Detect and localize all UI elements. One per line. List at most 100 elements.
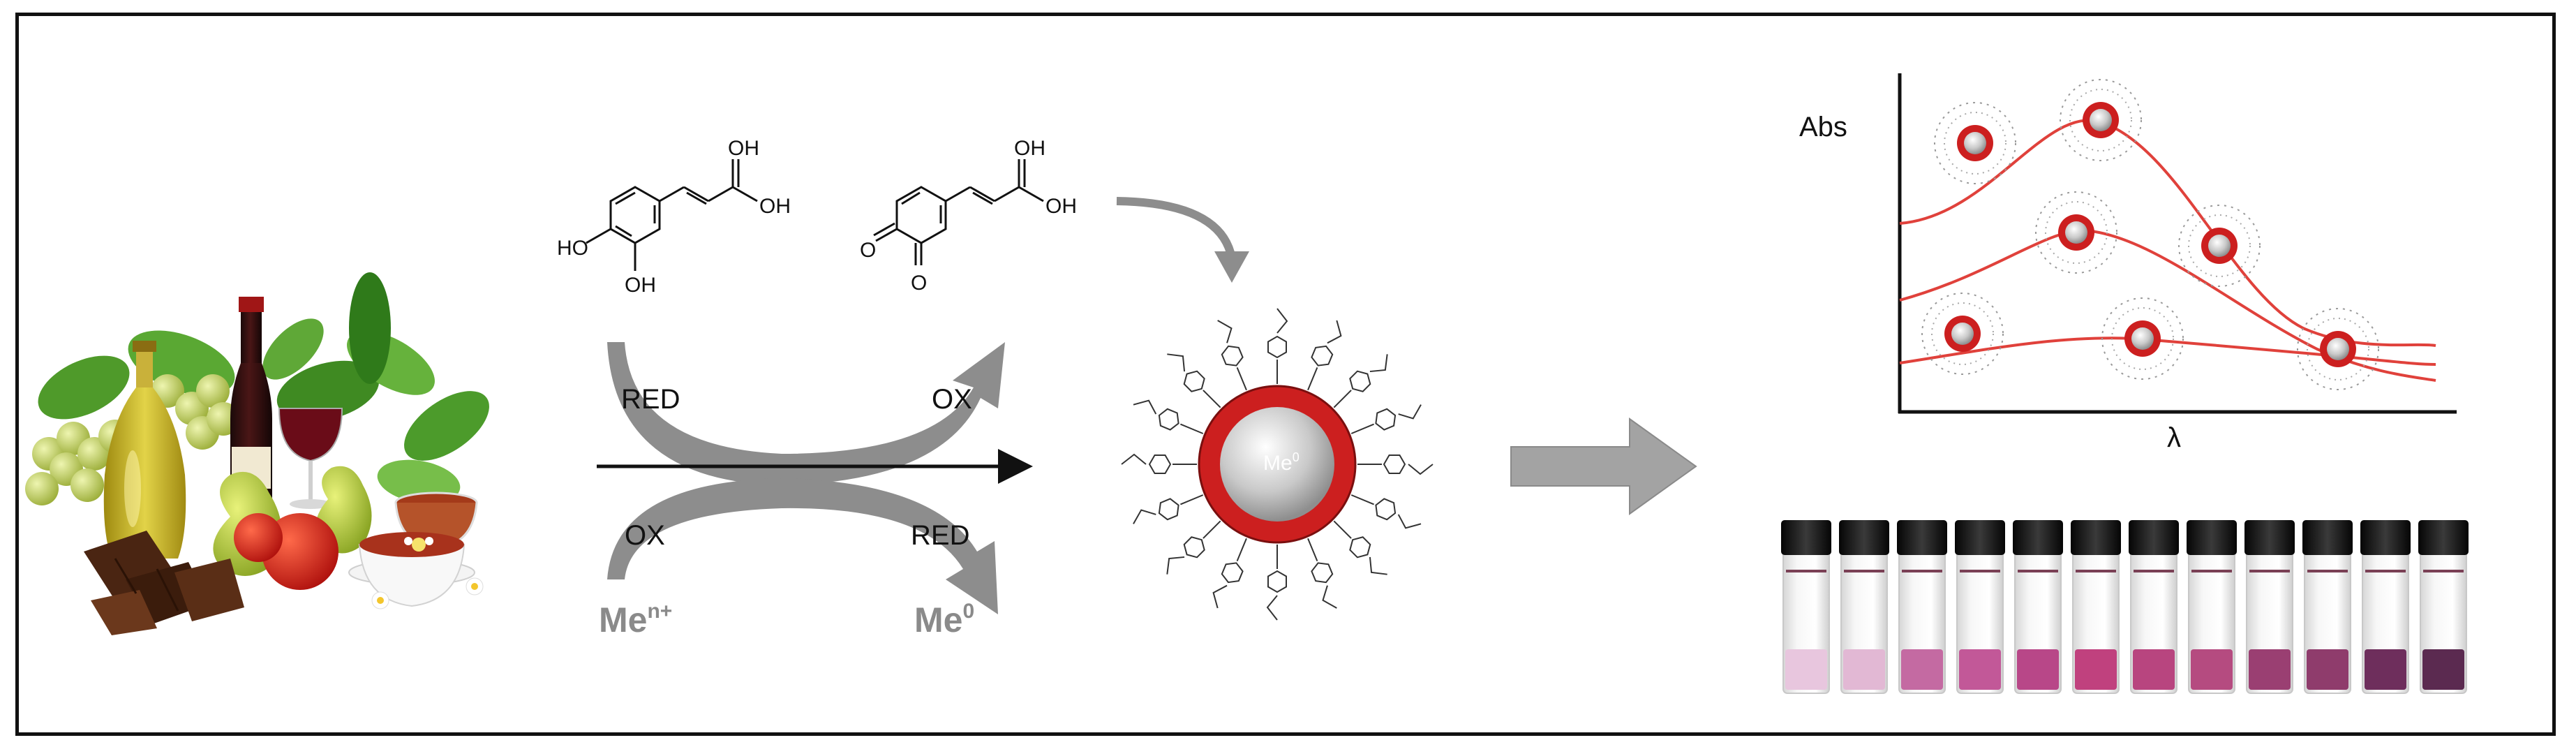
label-red-bottom: RED [911,520,969,551]
ligand-chain [1276,308,1288,334]
ligand-bond [1350,423,1374,434]
caffeic-oh-carboxyl-top: OH [728,137,759,160]
ox-to-red-arrow [607,478,998,614]
ligand-bond [1203,520,1221,539]
spectrum-np-7 [2297,308,2379,390]
grapes [25,374,240,505]
ligand-chain [1167,353,1186,372]
quinone-o-left: O [860,239,876,262]
ligand-ring [1311,345,1334,367]
caffeic-ho-label: HO [557,237,588,260]
vial-liquid [2249,649,2291,690]
ligand-chain [1266,595,1278,621]
label-metal-zero: Me0 [914,600,974,640]
vial-cap [2360,520,2411,555]
vial-liquid [1785,649,1827,690]
vial-cap [2244,520,2295,555]
ligand-ring [1183,536,1205,559]
ligand-ring [1183,370,1205,392]
ligand-bond [1236,367,1247,391]
quinone-to-nanoparticle-arrow [1116,197,1236,260]
ligand-ring [1375,408,1397,431]
ligand-ring [1349,370,1371,392]
ligand-bond [1236,538,1247,561]
vial-cap [1781,520,1831,555]
vial-cap [2418,520,2469,555]
ligand-ring [1267,570,1287,593]
caffeic-oh-carboxyl: OH [759,195,791,218]
ligand-ring [1383,454,1406,474]
vial-cap [2187,520,2237,555]
vial-liquid [2017,649,2059,690]
vial-cap [2302,520,2353,555]
vial-liquid [2133,649,2175,690]
ligand-ring [1311,562,1334,584]
ligand-chain [1369,556,1387,575]
vial-liquid [2075,649,2117,690]
spectrum-np-2 [2060,79,2142,161]
ligand-chain [1217,320,1233,343]
apples [234,513,338,590]
spectrum-curve-low [1899,337,2436,366]
ligand-chain [1133,399,1157,415]
chocolate-pieces [84,531,244,635]
ligand-bond [1350,494,1374,505]
vial-cap [1897,520,1947,555]
ligand-bond [1180,423,1204,434]
label-red-top: RED [621,384,680,415]
vial-cap [1839,520,1889,555]
vial-cap [2129,520,2179,555]
redox-crossing-arrows [597,342,1033,614]
process-arrow [1510,417,1697,515]
vial-liquid [2422,649,2464,690]
tea-cups [348,491,484,609]
ligand-chain [1369,354,1388,373]
vial-cap [2071,520,2121,555]
ligand-bond [1333,390,1352,408]
ligand-bond [1333,520,1352,539]
ligand-ring [1158,498,1179,521]
vial-liquid [1959,649,2001,690]
ligand-chain [1397,514,1422,529]
ligand-chain [1322,585,1337,609]
ligand-shell [1121,308,1434,621]
ligand-bond [1203,390,1221,408]
label-metal-ion: Men+ [599,600,672,640]
spectrum-curve-high [1899,119,2436,347]
ligand-chain [1121,453,1147,465]
quinone-o-bottom: O [911,272,927,295]
red-to-ox-arrow [607,342,1005,485]
quinone-oh-top: OH [1014,137,1045,160]
quinone-oh-carboxyl: OH [1045,195,1077,218]
core-label: Me0 [1263,450,1300,475]
quinone-structure [873,159,1044,265]
vial-liquid [1843,649,1885,690]
ligand-bond [1180,494,1204,505]
ligand-bond [1307,538,1318,561]
ligand-ring [1349,536,1371,559]
ligand-chain [1166,556,1185,575]
ligand-chain [1212,584,1228,609]
ligand-ring [1267,335,1287,359]
ligand-ring [1148,454,1172,474]
olive-oil-bottle [103,341,186,559]
capped-nanoparticle: Me0 [1121,308,1434,621]
food-sources-illustration [25,272,489,635]
ligand-chain [1408,464,1434,475]
ligand-ring [1221,345,1244,367]
ligand-bond [1307,367,1318,391]
vial-liquid [2191,649,2233,690]
x-axis-label: λ [2167,422,2181,453]
vial-cap [1955,520,2005,555]
vial-liquid [1901,649,1943,690]
ligand-chain [1398,404,1422,420]
y-axis-label: Abs [1799,112,1847,142]
vial-liquid [2307,649,2348,690]
spectrum-curve-mid [1899,228,2436,382]
vial-series [1781,520,2469,694]
spectrum-np-5 [1921,293,2004,375]
ligand-ring [1375,498,1397,521]
vial-liquid [2365,649,2406,690]
ligand-ring [1221,562,1244,584]
